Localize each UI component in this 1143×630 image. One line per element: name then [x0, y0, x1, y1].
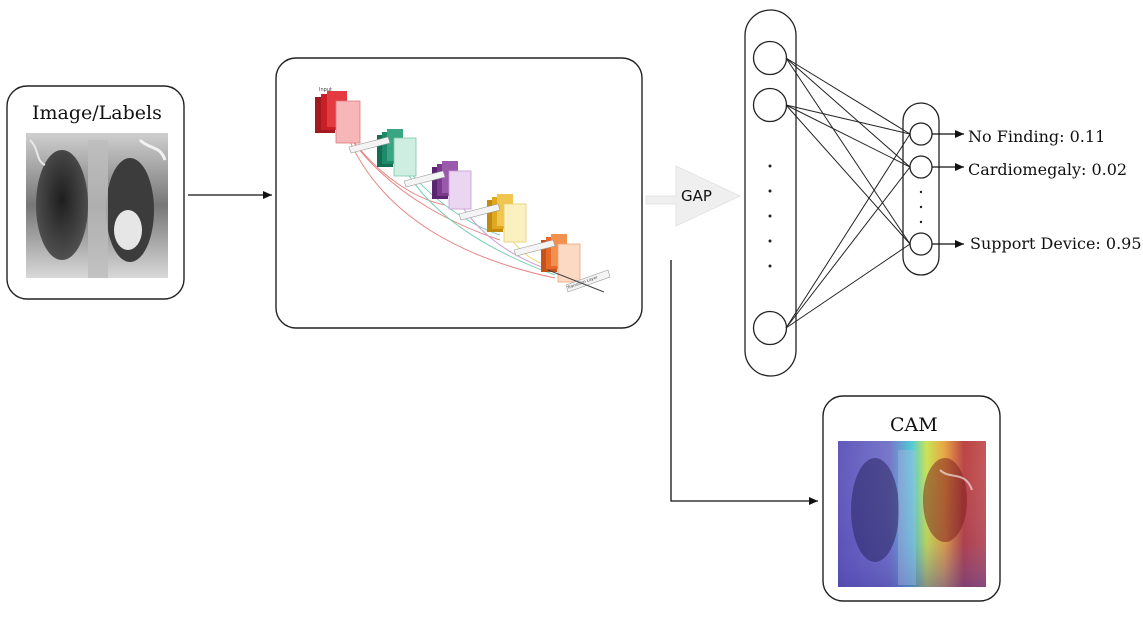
feature-node [752, 87, 788, 123]
cam-box-title: CAM [890, 414, 938, 436]
block-input [315, 91, 361, 144]
output-column [902, 102, 940, 276]
gap-arrow [645, 165, 741, 227]
cam-heatmap-image [838, 441, 986, 587]
feature-column [744, 9, 797, 377]
output-node [909, 122, 933, 146]
chest-xray-image [26, 133, 168, 278]
output-label-no-finding: No Finding: 0.11 [968, 127, 1106, 146]
feature-ellipsis [768, 164, 772, 268]
feature-node [752, 310, 788, 346]
arrow-to-cam [670, 260, 818, 505]
output-ellipsis [919, 190, 923, 224]
output-node [909, 155, 933, 179]
gap-label: GAP [681, 187, 712, 205]
output-node [909, 232, 933, 256]
output-label-support-device: Support Device: 0.95 [970, 234, 1142, 253]
block-4 [487, 194, 527, 243]
input-box-title: Image/Labels [32, 102, 162, 124]
cam-box [822, 395, 1001, 602]
network-input-label: Input [319, 87, 332, 93]
feature-node [752, 40, 788, 76]
fc-connections [785, 57, 911, 329]
transition-layers [348, 136, 611, 293]
densenet-box: Input Transition Layer [275, 57, 643, 329]
input-image-box [6, 85, 185, 300]
output-label-cardiomegaly: Cardiomegaly: 0.02 [968, 160, 1128, 179]
conv-blocks [315, 91, 611, 293]
